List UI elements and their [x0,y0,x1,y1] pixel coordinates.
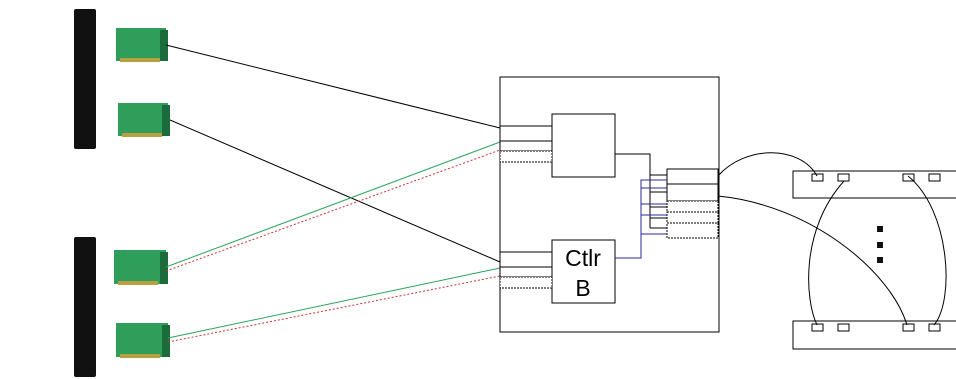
link-hba3-ctlr-a-standby [165,149,501,272]
cable-top-to-bottom-right [907,175,947,326]
enclosure-top-port-1 [811,173,824,182]
cable-array-to-top-enclosure [717,152,818,177]
ctlr-b-port-3 [499,276,553,289]
ctlr-a-port-2 [499,140,553,152]
host-server-1 [74,9,96,149]
controller-b-label-line2: B [575,275,590,301]
link-hba4-ctlr-b-standby [167,275,501,343]
ellipsis-dot-2 [877,242,883,248]
link-hba1-ctlr-a [165,44,501,129]
cable-top-to-bottom-left [808,180,845,326]
link-hba4-ctlr-b [167,267,501,339]
ctlr-a-port-3 [499,150,553,163]
enclosure-bottom-port-2 [837,323,850,332]
ctlr-b-port-1 [499,251,553,268]
hba-card-2 [118,103,170,137]
ctlr-b-backend-link [615,179,667,259]
expansion-port-5 [666,222,719,239]
hba-card-4 [116,323,170,358]
expansion-port-3 [666,200,719,213]
enclosure-top-port-2 [837,173,850,182]
controller-a [551,113,616,178]
ctlr-a-port-1 [499,125,553,142]
expansion-port-4 [666,211,719,224]
hba-card-1 [116,28,168,62]
link-hba2-ctlr-b [169,119,501,263]
enclosure-bottom-port-1 [811,323,824,332]
link-hba3-ctlr-a [165,141,501,268]
enclosure-top-port-4 [928,173,941,182]
expansion-port-2 [666,183,719,202]
ctlr-a-backend-link [615,153,667,176]
enclosure-bottom-port-3 [902,323,915,332]
enclosure-top-port-3 [902,173,915,182]
cable-array-to-bottom-enclosure [717,195,908,326]
controller-b-label-line1: Ctlr [565,245,601,271]
hba-card-3 [114,250,168,285]
controller-b [551,239,616,304]
ellipsis-dot-1 [877,226,883,232]
ellipsis-dot-3 [877,257,883,263]
host-server-2 [74,237,96,377]
ctlr-b-port-2 [499,266,553,278]
expansion-port-1 [666,168,719,185]
